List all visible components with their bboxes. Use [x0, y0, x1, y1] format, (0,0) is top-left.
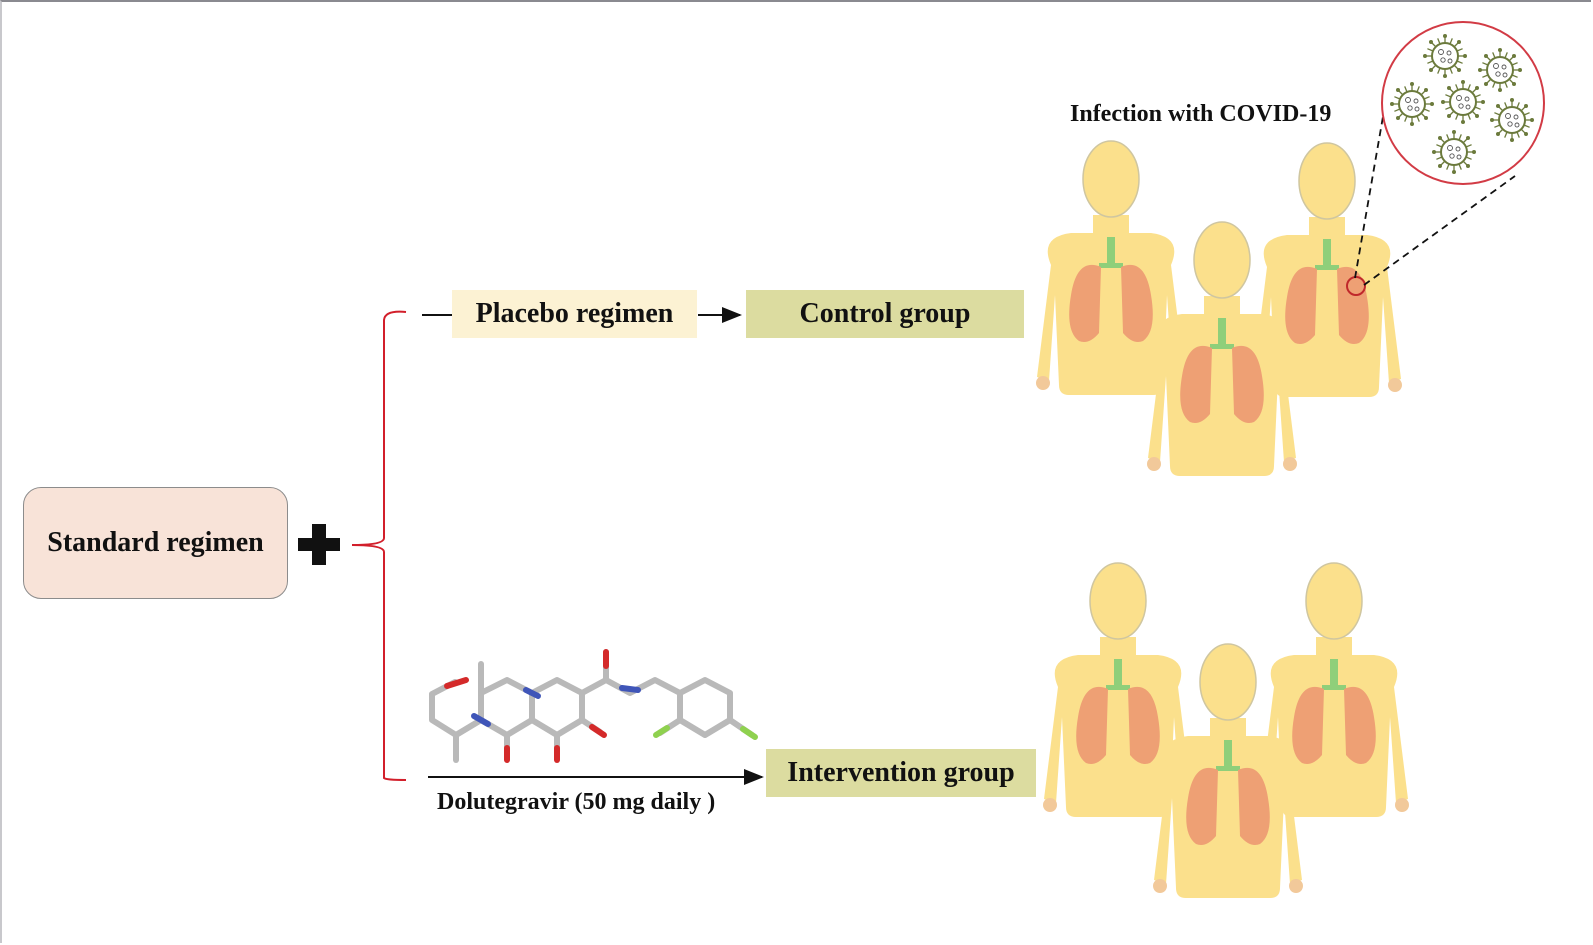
plus-icon	[298, 524, 340, 565]
dolutegravir-molecule-icon	[429, 649, 758, 763]
coronavirus-icon	[1477, 47, 1523, 93]
control-group-box: Control group	[746, 290, 1024, 338]
dolutegravir-dose-label: Dolutegravir (50 mg daily )	[437, 789, 716, 815]
intervention-group-box: Intervention group	[766, 749, 1036, 797]
intervention-group-people	[1042, 562, 1410, 899]
curly-brace	[351, 310, 407, 781]
control-group-people	[1035, 140, 1403, 477]
virus-magnification	[1381, 21, 1545, 185]
intervention-group-label: Intervention group	[787, 757, 1015, 788]
placebo-regimen-box: Placebo regimen	[452, 290, 697, 338]
coronavirus-icon	[1489, 97, 1535, 143]
infection-label: Infection with COVID-19	[1070, 101, 1332, 127]
standard-regimen-label: Standard regimen	[47, 527, 264, 558]
coronavirus-icon	[1422, 33, 1468, 79]
coronavirus-icon	[1440, 79, 1486, 125]
control-group-label: Control group	[799, 298, 971, 329]
coronavirus-icon	[1431, 129, 1477, 175]
coronavirus-icon	[1389, 81, 1435, 127]
placebo-regimen-label: Placebo regimen	[475, 298, 674, 329]
standard-regimen-box: Standard regimen	[23, 487, 288, 599]
